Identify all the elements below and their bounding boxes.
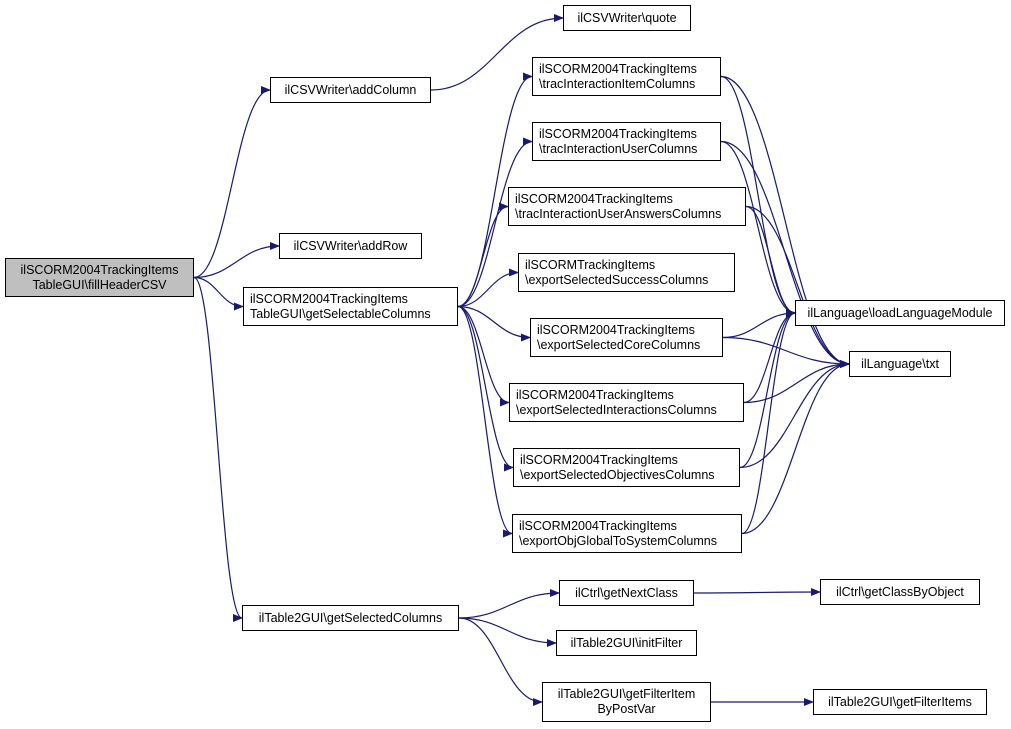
edge-exportSelectedCoreColumns-to-txt (722, 336, 850, 368)
node-label: ilSCORM2004TrackingItems \exportObjGloba… (519, 518, 717, 548)
node-init-filter[interactable]: ilTable2GUI\initFilter (556, 630, 697, 656)
node-trac-interaction-user-columns[interactable]: ilSCORM2004TrackingItems \tracInteractio… (532, 122, 721, 161)
node-label: ilCSVWriter\quote (577, 10, 677, 25)
node-export-selected-interactions-columns[interactable]: ilSCORM2004TrackingItems \exportSelected… (509, 383, 744, 422)
node-label: ilCtrl\getClassByObject (836, 584, 964, 599)
node-label: ilSCORM2004TrackingItems \exportSelected… (537, 322, 701, 352)
edge-fillHeaderCSV-to-getSelectableColumns (193, 276, 244, 311)
edge-getNextClass-to-getClassByObject (693, 588, 821, 597)
edge-getSelectableColumns-to-exportObjGlobalToSystemColumns (457, 305, 513, 538)
edge-tracInteractionUserAnswersColumns-to-loadLanguageModule (745, 205, 796, 317)
node-label: ilTable2GUI\initFilter (570, 635, 683, 650)
node-label: ilSCORM2004TrackingItems \tracInteractio… (539, 61, 697, 91)
node-label: ilCSVWriter\addColumn (284, 82, 417, 97)
node-get-next-class[interactable]: ilCtrl\getNextClass (559, 580, 694, 606)
edge-exportSelectedObjectivesColumns-to-txt (739, 360, 850, 469)
node-label: ilSCORM2004TrackingItems TableGUI\getSel… (250, 291, 431, 321)
node-label: ilLanguage\loadLanguageModule (807, 305, 993, 320)
edge-exportSelectedInteractionsColumns-to-txt (743, 360, 850, 404)
edge-getSelectableColumns-to-tracInteractionUserAnswersColumns (457, 202, 509, 308)
node-label: ilSCORM2004TrackingItems \tracInteractio… (539, 126, 698, 156)
node-label: ilTable2GUI\getSelectedColumns (258, 610, 443, 625)
node-label: ilSCORM2004TrackingItems \exportSelected… (516, 387, 717, 417)
node-trac-interaction-user-answers-columns[interactable]: ilSCORM2004TrackingItems \tracInteractio… (508, 187, 746, 226)
node-export-selected-success-columns[interactable]: ilSCORMTrackingItems \exportSelectedSucc… (518, 253, 735, 292)
edge-tracInteractionItemColumns-to-txt (720, 75, 850, 368)
edge-getSelectedColumns-to-initFilter (458, 617, 557, 647)
node-export-selected-core-columns[interactable]: ilSCORM2004TrackingItems \exportSelected… (530, 318, 723, 357)
node-label: ilCtrl\getNextClass (575, 585, 678, 600)
edge-tracInteractionUserColumns-to-loadLanguageModule (720, 140, 796, 317)
edge-getSelectedColumns-to-getNextClass (458, 589, 560, 619)
node-export-selected-objectives-columns[interactable]: ilSCORM2004TrackingItems \exportSelected… (513, 448, 740, 487)
edge-fillHeaderCSV-to-addColumn (193, 86, 271, 279)
node-label: ilCSVWriter\addRow (293, 238, 408, 253)
edge-fillHeaderCSV-to-addRow (193, 242, 280, 279)
node-add-row[interactable]: ilCSVWriter\addRow (279, 233, 422, 259)
node-add-column[interactable]: ilCSVWriter\addColumn (270, 77, 431, 103)
edge-fillHeaderCSV-to-getSelectedColumns (193, 276, 243, 622)
edge-getSelectableColumns-to-exportSelectedInteractionsColumns (457, 305, 510, 407)
node-txt[interactable]: ilLanguage\txt (849, 351, 951, 377)
edge-getSelectableColumns-to-tracInteractionUserColumns (457, 137, 533, 308)
node-get-class-by-object[interactable]: ilCtrl\getClassByObject (820, 579, 980, 605)
node-label: ilSCORM2004TrackingItems TableGUI\fillHe… (20, 262, 179, 292)
edge-tracInteractionUserAnswersColumns-to-txt (745, 205, 850, 368)
node-label: ilSCORM2004TrackingItems \exportSelected… (520, 452, 715, 482)
edge-getSelectableColumns-to-exportSelectedObjectivesColumns (457, 305, 514, 472)
node-fill-header-csv: ilSCORM2004TrackingItems TableGUI\fillHe… (5, 258, 194, 297)
node-get-filter-items[interactable]: ilTable2GUI\getFilterItems (813, 689, 987, 715)
edge-exportSelectedObjectivesColumns-to-loadLanguageModule (739, 309, 796, 469)
node-load-language-module[interactable]: ilLanguage\loadLanguageModule (795, 300, 1005, 326)
edge-getSelectedColumns-to-getFilterItemByPostVar (458, 617, 543, 706)
node-label: ilTable2GUI\getFilterItems (828, 694, 972, 709)
edge-getSelectableColumns-to-exportSelectedSuccessColumns (457, 268, 519, 308)
node-get-selectable-columns[interactable]: ilSCORM2004TrackingItems TableGUI\getSel… (243, 287, 458, 326)
node-export-obj-global-to-system-columns[interactable]: ilSCORM2004TrackingItems \exportObjGloba… (512, 514, 742, 553)
node-label: ilTable2GUI\getFilterItem ByPostVar (557, 687, 696, 716)
node-quote[interactable]: ilCSVWriter\quote (563, 5, 691, 31)
edge-exportObjGlobalToSystemColumns-to-txt (741, 360, 850, 535)
node-label: ilLanguage\txt (861, 356, 939, 371)
edge-getSelectableColumns-to-exportSelectedCoreColumns (457, 305, 531, 342)
node-label: ilSCORM2004TrackingItems \tracInteractio… (515, 191, 722, 221)
node-get-filter-item-by-post-var[interactable]: ilTable2GUI\getFilterItem ByPostVar (542, 682, 711, 722)
node-get-selected-columns[interactable]: ilTable2GUI\getSelectedColumns (242, 605, 459, 631)
node-label: ilSCORMTrackingItems \exportSelectedSucc… (525, 257, 709, 287)
edge-addColumn-to-quote (430, 14, 564, 91)
node-trac-interaction-item-columns[interactable]: ilSCORM2004TrackingItems \tracInteractio… (532, 57, 721, 96)
edge-exportObjGlobalToSystemColumns-to-loadLanguageModule (741, 309, 796, 535)
